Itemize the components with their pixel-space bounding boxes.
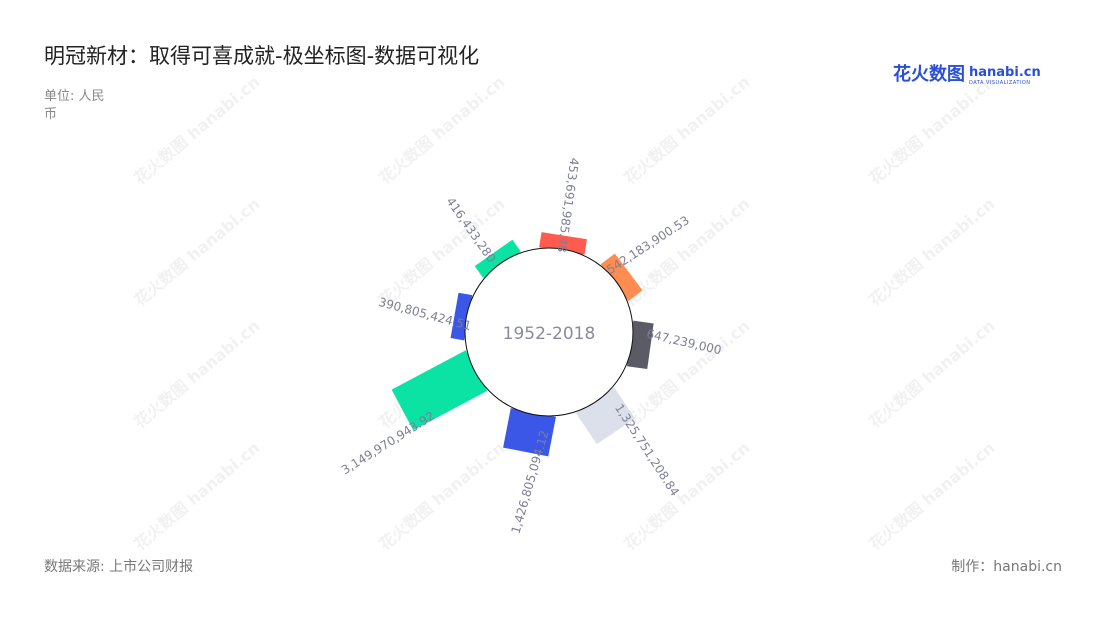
data-label: 647,239,000	[645, 327, 723, 358]
watermark: 花火数图 hanabi.cn	[375, 438, 508, 554]
logo-cn: 花火数图	[893, 64, 965, 85]
bars	[391, 232, 654, 457]
unit-label: 单位: 人民币	[44, 89, 105, 122]
bar[interactable]	[627, 320, 654, 370]
bar[interactable]	[575, 387, 635, 445]
watermark: 花火数图 hanabi.cn	[130, 72, 263, 188]
watermark: 花火数图 hanabi.cn	[865, 194, 998, 310]
bar[interactable]	[450, 292, 473, 341]
center-label: 1952-2018	[503, 324, 596, 344]
bar[interactable]	[391, 350, 488, 431]
watermark: 花火数图 hanabi.cn	[865, 438, 998, 554]
watermark: 花火数图 hanabi.cn	[865, 316, 998, 432]
bar[interactable]	[600, 253, 643, 302]
bar[interactable]	[474, 239, 521, 279]
center-circle	[464, 247, 634, 417]
bar[interactable]	[503, 408, 556, 457]
watermark: 花火数图 hanabi.cn	[865, 72, 998, 188]
watermark: 花火数图 hanabi.cn	[620, 438, 753, 554]
logo-en: hanabi.cn	[969, 65, 1041, 80]
watermark: 花火数图 hanabi.cn	[375, 72, 508, 188]
watermark: 花火数图 hanabi.cn	[130, 438, 263, 554]
watermark: 花火数图 hanabi.cn	[620, 72, 753, 188]
watermark: 花火数图 hanabi.cn	[130, 316, 263, 432]
credit: 制作：hanabi.cn	[951, 559, 1062, 575]
logo-sub: DATA VISUALIZATION	[969, 80, 1031, 86]
chart-title: 明冠新材：取得可喜成就-极坐标图-数据可视化	[44, 44, 480, 68]
data-source: 数据来源: 上市公司财报	[44, 559, 194, 575]
watermark: 花火数图 hanabi.cn	[130, 194, 263, 310]
